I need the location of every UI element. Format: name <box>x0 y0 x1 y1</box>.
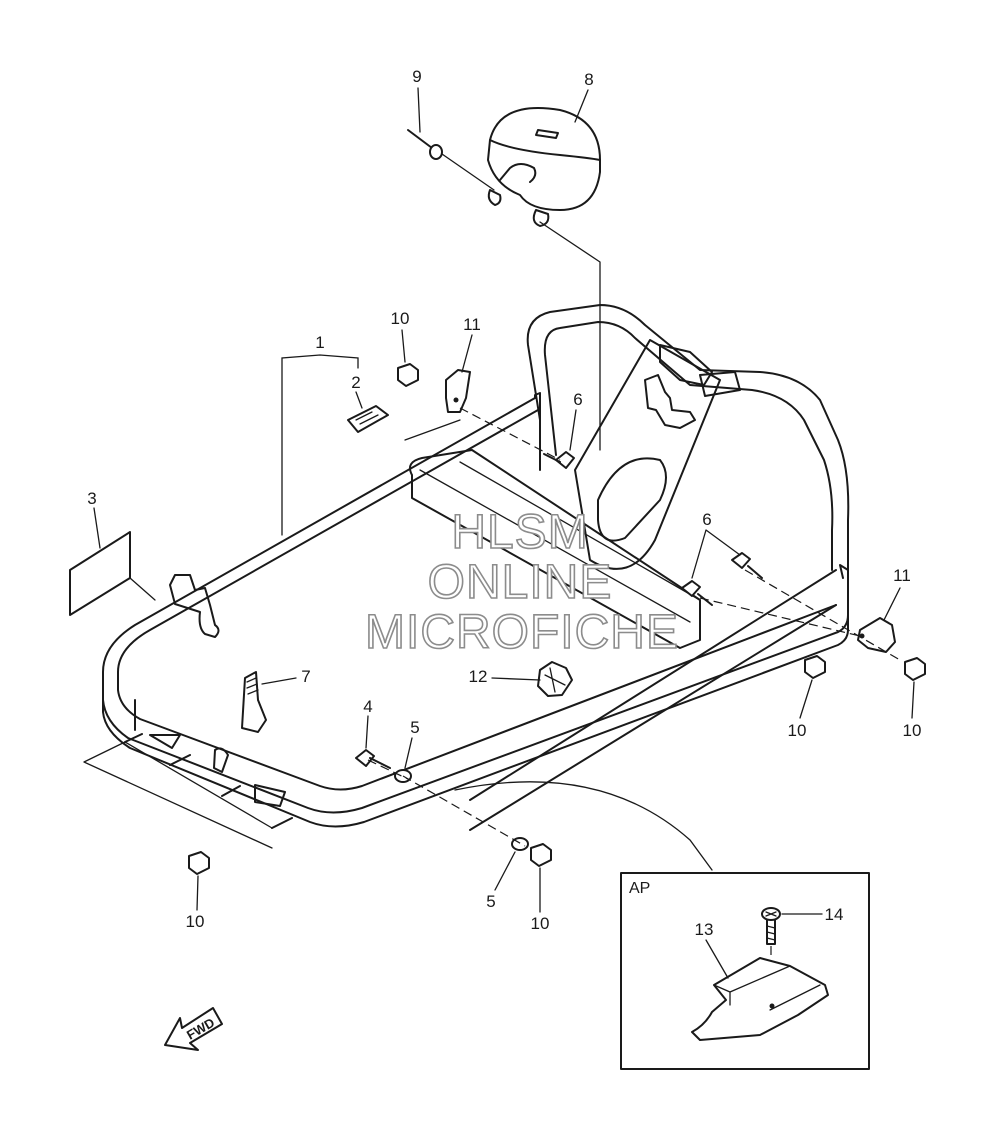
hoop-seat-plate <box>574 339 721 570</box>
cover-tab-right <box>532 209 550 227</box>
hoop-inner-tube <box>543 321 834 571</box>
callout-7: 7 <box>301 667 310 686</box>
frame-cross-tube-edge <box>419 461 701 623</box>
frame-rail-inner <box>117 409 837 791</box>
callout-5-lower: 5 <box>486 892 495 911</box>
watermark-line2: ONLINE <box>428 556 613 609</box>
frame-rail-outer <box>102 397 849 814</box>
callout-2: 2 <box>351 373 360 392</box>
cover-top-edge <box>489 139 601 161</box>
part-6-bolt-top <box>543 451 575 469</box>
fwd-arrow: FWD <box>164 1007 223 1051</box>
fwd-arrow-shape <box>164 1007 223 1051</box>
pin-leader <box>441 153 495 191</box>
frame-rail-side <box>102 614 849 828</box>
callout-10-right-b: 10 <box>903 721 922 740</box>
part-8-cover <box>487 107 601 227</box>
front-studs <box>83 733 293 849</box>
watermark-line3: MICROFICHE <box>365 606 679 659</box>
cover-notch <box>499 163 537 183</box>
frame-right-member <box>469 569 837 831</box>
pin-head <box>429 144 443 160</box>
callout-10-bottom-left: 10 <box>186 912 205 931</box>
part-9-pin <box>407 129 495 191</box>
callout-8: 8 <box>584 70 593 89</box>
seat-support-hoop <box>526 304 850 601</box>
grommet-body <box>347 405 389 433</box>
cover-slot <box>535 129 559 139</box>
callout-1: 1 <box>315 333 324 352</box>
part-10-nut-top <box>397 363 419 387</box>
callout-11-top: 11 <box>463 315 481 334</box>
hoop-upper-clamp <box>659 344 713 386</box>
part-10-nut-bottom-left <box>188 851 210 875</box>
part-6-bolt-right-b <box>681 580 713 606</box>
part-6-bolt-right-a <box>731 552 763 579</box>
callout-10-right-a: 10 <box>788 721 807 740</box>
callout-9: 9 <box>412 67 421 86</box>
callout-10-bottom-mid: 10 <box>531 914 550 933</box>
cover-body <box>487 107 601 211</box>
hoop-mount-plate <box>644 374 696 429</box>
clamp-body <box>537 661 573 697</box>
callout-3: 3 <box>87 489 96 508</box>
part-10-nut-right-a <box>804 655 826 679</box>
part-10-nut-right-b <box>904 657 926 681</box>
hoop-seat-window <box>597 457 667 542</box>
watermark: HLSM ONLINE MICROFICHE <box>364 505 679 660</box>
part-11-bracket-right <box>857 617 896 653</box>
frame-rail-side-right <box>534 392 541 471</box>
callouts: 1 2 3 4 5 5 6 6 7 8 9 10 10 10 10 10 11 … <box>87 67 921 933</box>
watermark-line1: HLSM <box>451 506 588 559</box>
part-4-bolt <box>355 749 391 769</box>
callout-12: 12 <box>469 667 488 686</box>
frame-cross-tube <box>409 449 701 649</box>
inset-label: AP <box>629 880 650 897</box>
callout-4: 4 <box>363 697 372 716</box>
callout-6-upper: 6 <box>573 390 582 409</box>
callout-14: 14 <box>825 905 844 924</box>
leader-1 <box>281 354 359 536</box>
callout-10-top: 10 <box>391 309 410 328</box>
part-11-bracket-top <box>445 369 471 413</box>
pin-shaft <box>407 129 433 149</box>
clip-body <box>241 671 267 733</box>
part-7-clip <box>241 671 267 733</box>
frame-assembly <box>102 392 849 831</box>
frame-front-tab <box>134 699 286 807</box>
part-2-grommet <box>347 405 389 433</box>
callout-5-upper: 5 <box>410 718 419 737</box>
callout-11-right: 11 <box>893 566 911 585</box>
part-10-nut-bottom-mid <box>530 843 552 867</box>
part-13-plate <box>691 957 829 1041</box>
hoop-cross-bar <box>699 371 741 397</box>
hoop-outer-tube <box>526 304 850 601</box>
frame-left-bracket <box>169 574 220 638</box>
assembly-lines <box>129 221 901 871</box>
inset-ap: AP 14 13 <box>620 872 870 1070</box>
part-12-clamp <box>537 661 573 697</box>
callout-6-right: 6 <box>702 510 711 529</box>
cover-tab-left <box>487 189 502 206</box>
callout-13: 13 <box>695 920 714 939</box>
